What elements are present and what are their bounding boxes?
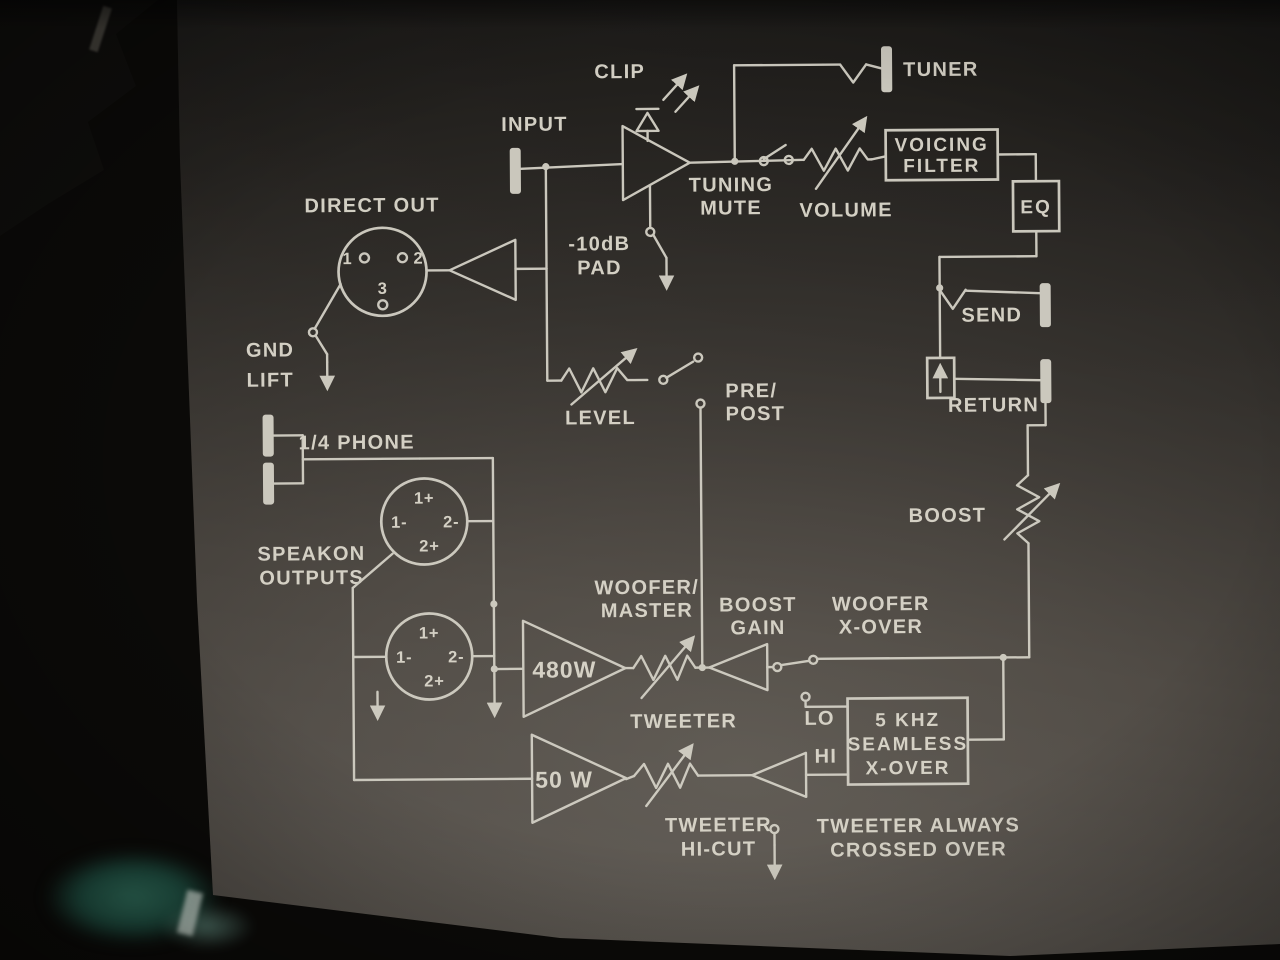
- speakon-outputs-label: SPEAKON OUTPUTS: [257, 543, 365, 590]
- tuner-label: TUNER: [903, 59, 979, 82]
- speakon-pin-label: 2-: [448, 648, 464, 666]
- direct-out-label: DIRECT OUT: [304, 194, 439, 217]
- speakon-outputs-label-line: OUTPUTS: [259, 567, 364, 590]
- direct-out-amp-icon: [425, 163, 550, 302]
- boost-gain-label: GAIN: [730, 617, 785, 639]
- speakon-pin-label: 1+: [414, 489, 435, 507]
- tuning-mute-label: TUNING: [689, 174, 774, 197]
- send-jack: [1039, 283, 1051, 328]
- woofer-master-label: WOOFER/: [594, 577, 699, 600]
- tuning-mute-label: MUTE: [700, 197, 762, 219]
- tweeter-driver-amp-icon: HI: [750, 746, 850, 799]
- clip-label: CLIP: [594, 61, 645, 83]
- boost-gain-amp-icon: BOOST GAIN: [708, 594, 797, 692]
- pad-label: PAD: [577, 257, 622, 279]
- tweeter-hicut-switch: TWEETER HI-CUT: [665, 814, 783, 881]
- voicing-filter-box: VOICING FILTER: [870, 128, 1000, 182]
- quarter-phone-label: 1/4 PHONE: [299, 432, 415, 455]
- speakon-connector-1: 1+ 1- 2- 2+: [379, 477, 495, 566]
- input-jack: INPUT: [501, 113, 624, 194]
- tuner-jack: [880, 46, 893, 93]
- voicing-filter-label: VOICING: [894, 135, 988, 157]
- xlr-pin-label: 2: [413, 250, 423, 268]
- tweeter-always-line: CROSSED OVER: [830, 838, 1007, 861]
- woofer-xover-label: WOOFER: [832, 593, 930, 616]
- boost-gain-label: BOOST: [719, 594, 797, 617]
- speakon-pin-label: 1-: [396, 649, 412, 667]
- speakon-pin-label: 1-: [391, 514, 407, 532]
- tweeter-hicut-label: HI-CUT: [681, 838, 757, 861]
- crossover-label: X-OVER: [866, 758, 951, 780]
- lo-label: LO: [804, 708, 835, 730]
- tweeter-always-line: TWEETER ALWAYS: [817, 814, 1021, 837]
- tweeter-always-note: TWEETER ALWAYS CROSSED OVER: [817, 814, 1021, 861]
- pre-post-label: PRE/: [725, 380, 777, 402]
- tweeter-hicut-label: TWEETER: [665, 814, 772, 837]
- crossover-box: 5 KHZ SEAMLESS X-OVER: [846, 653, 1007, 786]
- volume-pot-icon: VOLUME: [799, 115, 893, 222]
- woofer-master-label: MASTER: [601, 600, 693, 623]
- woofer-xover-switch: WOOFER X-OVER LO: [766, 593, 930, 730]
- hi-label: HI: [815, 746, 838, 768]
- crossover-label: SEAMLESS: [848, 734, 969, 756]
- send-label: SEND: [961, 304, 1022, 326]
- input-label: INPUT: [501, 113, 568, 135]
- eq-label: EQ: [1020, 197, 1052, 218]
- tweeter-label: TWEETER: [630, 710, 737, 733]
- speakon-pin-label: 1+: [419, 624, 440, 642]
- woofer-power-label: 480W: [532, 656, 596, 682]
- speakon-connector-2: 1+ 1- 2- 2+: [384, 612, 496, 701]
- tuning-mute-switch: TUNING MUTE: [689, 143, 794, 220]
- fx-return: RETURN: [925, 288, 1052, 417]
- quarter-phone-jacks: 1/4 PHONE: [262, 414, 498, 671]
- level-label: LEVEL: [565, 407, 636, 429]
- xlr-pin-label: 3: [378, 280, 388, 298]
- voicing-filter-label: FILTER: [903, 156, 980, 178]
- eq-box: EQ: [996, 153, 1061, 233]
- clip-led-icon: CLIP: [594, 61, 700, 143]
- boost-label: BOOST: [909, 505, 987, 528]
- crossover-label: 5 KHZ: [875, 710, 940, 731]
- speakon-pin-label: 2+: [419, 537, 440, 555]
- tweeter-pot-icon: TWEETER: [630, 710, 754, 808]
- fx-send: SEND: [936, 230, 1051, 328]
- boost-pot-icon: BOOST: [816, 401, 1061, 660]
- return-jack: [1040, 359, 1052, 404]
- return-label: RETURN: [948, 394, 1039, 417]
- pad-label: -10dB: [568, 233, 630, 255]
- woofer-xover-label: X-OVER: [839, 616, 924, 639]
- gnd-lift-label: LIFT: [247, 369, 295, 391]
- volume-label: VOLUME: [799, 199, 893, 222]
- pre-post-label: POST: [725, 403, 785, 425]
- gnd-lift-switch: GND LIFT: [246, 282, 342, 392]
- tweeter-power-label: 50 W: [535, 766, 593, 792]
- output-bus: [351, 552, 534, 782]
- woofer-master-pot-icon: [624, 635, 711, 700]
- xlr-pin-label: 1: [342, 250, 352, 268]
- woofer-amp-icon: 480W WOOFER/ MASTER: [521, 577, 699, 719]
- speakon-outputs-label-line: SPEAKON: [257, 543, 365, 566]
- speakon-pin-label: 2+: [424, 672, 445, 690]
- level-pot-icon: LEVEL: [545, 267, 704, 430]
- speakon-pin-label: 2-: [443, 513, 459, 531]
- pad-switch: -10dB PAD: [568, 184, 675, 291]
- preamp-triangle-icon: [621, 124, 691, 202]
- tweeter-amp-icon: 50 W: [530, 733, 636, 824]
- pre-post-switch: PRE/ POST: [695, 380, 785, 665]
- gnd-lift-label: GND: [246, 339, 294, 361]
- xlr-connector-icon: 1 2 3 DIRECT OUT: [304, 194, 440, 318]
- green-highlight-blob: [140, 893, 275, 960]
